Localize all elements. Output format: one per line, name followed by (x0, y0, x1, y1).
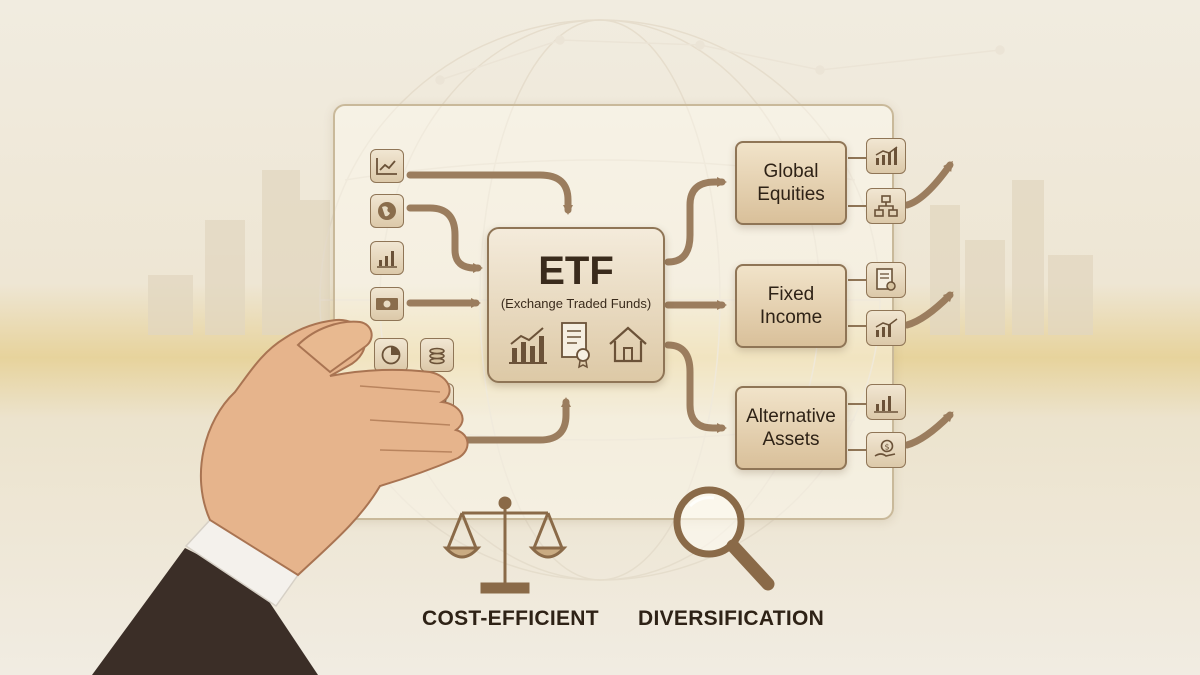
asset-label-line1: Fixed (767, 284, 815, 305)
bar-chart-icon (509, 327, 547, 364)
etf-box: ETF (Exchange Traded Funds) (487, 227, 665, 383)
arrow-out-equities (664, 177, 727, 266)
caption-diversification: DIVERSIFICATION (638, 607, 825, 630)
asset-label-line1: Alternative (746, 406, 836, 427)
bar-chart-icon (866, 310, 906, 346)
arrow-out-alternative (664, 341, 727, 433)
etf-title: ETF (538, 249, 614, 293)
arrow-up-income (903, 291, 954, 329)
network-lines (435, 35, 1005, 85)
house-icon (609, 326, 647, 363)
arrow-up-alternative (903, 411, 954, 449)
asset-fixed-income: Fixed Income (735, 264, 847, 348)
line-chart-icon (370, 149, 404, 183)
finger-lines (359, 385, 453, 453)
asset-label-line2: Equities (757, 184, 825, 205)
scale-icon (442, 496, 568, 594)
asset-label-line1: Global (763, 161, 819, 182)
document-seal-icon (866, 262, 906, 298)
arrow-in-1 (406, 171, 573, 215)
svg-text:$: $ (884, 443, 889, 452)
globe-icon (370, 194, 404, 228)
arrow-up-equities (903, 160, 954, 209)
bar-chart-icon (866, 138, 906, 174)
bar-chart-icon (866, 384, 906, 420)
suit-sleeve (92, 548, 318, 675)
certificate-icon (561, 322, 590, 369)
asset-label-line2: Income (759, 307, 823, 328)
arrow-in-2 (406, 204, 483, 273)
caption-cost-efficient: COST-EFFICIENT (422, 607, 599, 630)
hand (199, 318, 469, 577)
asset-label-line2: Assets (762, 429, 820, 450)
pie-chart-icon (374, 338, 408, 372)
city-skyline (148, 170, 1093, 335)
banknote-icon (370, 287, 404, 321)
etf-subtitle: (Exchange Traded Funds) (500, 296, 652, 311)
magnifier-icon (673, 486, 775, 591)
money-hand-icon: $ (866, 432, 906, 468)
thumb (296, 320, 373, 374)
hierarchy-icon (866, 188, 906, 224)
bar-chart-icon (370, 241, 404, 275)
asset-alternative-assets: Alternative Assets (735, 386, 847, 470)
asset-global-equities: Global Equities (735, 141, 847, 225)
arrow-in-4 (406, 397, 571, 444)
coin-stack-icon (420, 338, 454, 372)
